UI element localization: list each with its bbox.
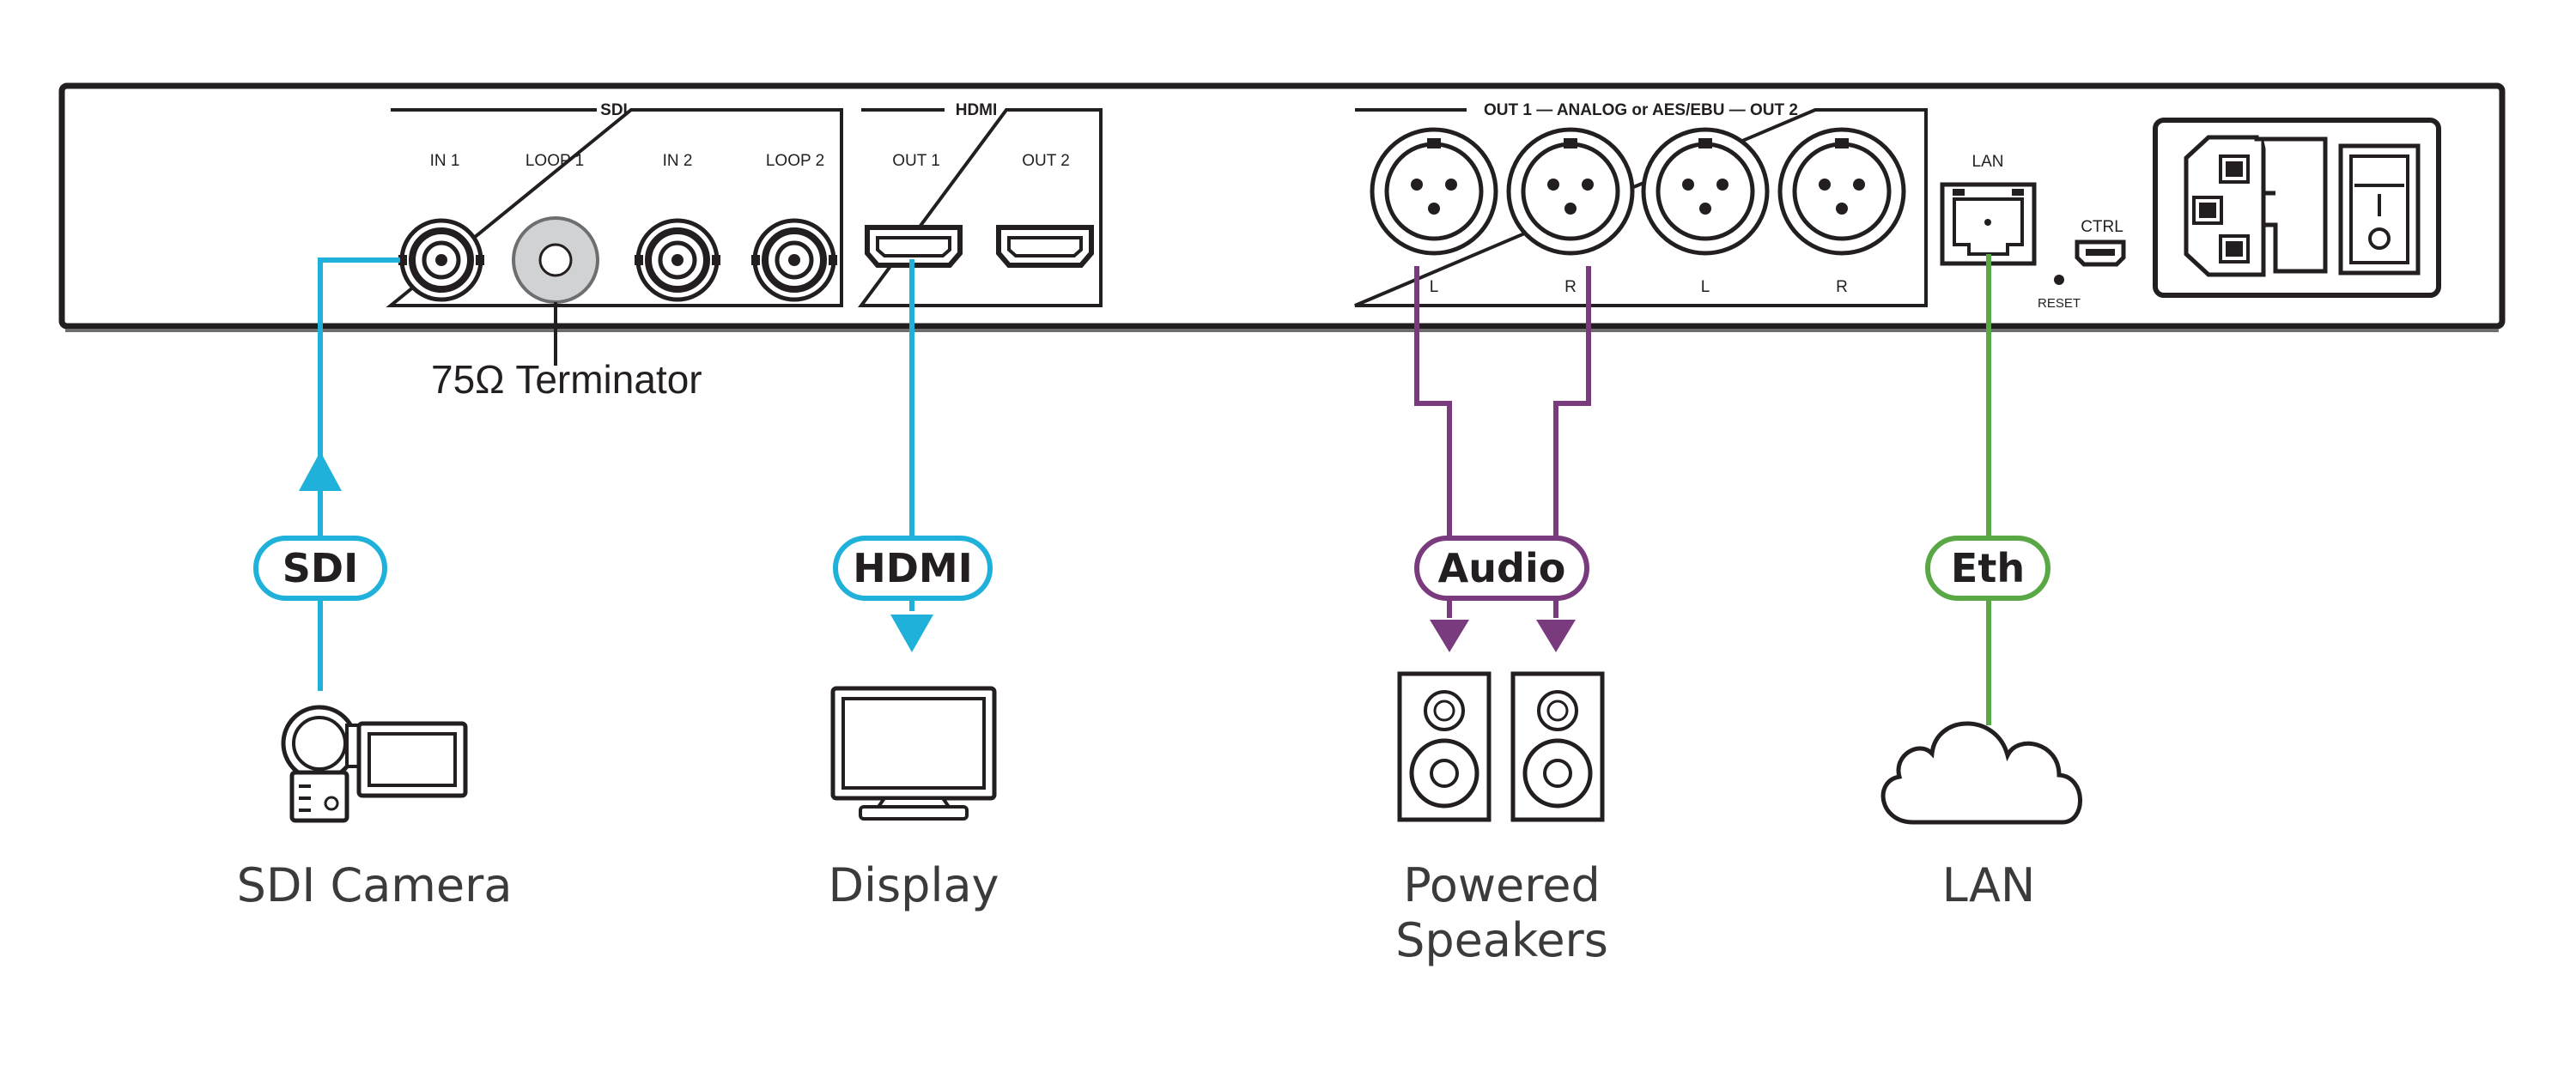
sdi-group-title: SDI: [600, 101, 628, 119]
sdi-loop2-label: LOOP 2: [766, 152, 824, 170]
audio-cable: [1414, 266, 1591, 652]
hdmi-group-title: HDMI: [956, 101, 998, 119]
power-module: [2153, 118, 2441, 298]
usb-port-icon: [2075, 239, 2126, 267]
hdmi-badge-label: HDMI: [853, 545, 973, 591]
camera-label: SDI Camera: [237, 858, 513, 912]
sdi-badge-label: SDI: [283, 545, 358, 591]
sdi-port-group: SDI IN 1 LOOP 1 IN 2 LOOP 2: [386, 101, 843, 307]
speaker-icon: [1397, 671, 1492, 822]
speakers-label-line1: Powered: [1403, 858, 1601, 912]
audio-badge-label: Audio: [1438, 545, 1566, 591]
rj45-port-icon: [1940, 182, 2037, 266]
bnc-connector-icon: [751, 218, 837, 302]
speaker-icon: [1510, 671, 1605, 822]
lan-label: LAN: [1942, 858, 2036, 912]
audio-out1-left-label: L: [1430, 278, 1439, 296]
audio-group-title: OUT 1 — ANALOG or AES/EBU — OUT 2: [1484, 101, 1798, 119]
display-label: Display: [828, 858, 999, 912]
sdi-in1-label: IN 1: [430, 152, 460, 170]
reset-label: RESET: [2038, 296, 2081, 311]
audio-out1-right-label: R: [1564, 278, 1577, 296]
lan-control-area: LAN RESET CTRL: [1940, 153, 2126, 311]
audio-out2-right-label: R: [1836, 278, 1848, 296]
hdmi-out2-label: OUT 2: [1022, 152, 1070, 170]
audio-out2-left-label: L: [1701, 278, 1710, 296]
ctrl-port-label: CTRL: [2081, 218, 2123, 236]
power-inlet-icon: [2184, 135, 2328, 277]
hdmi-out1-label: OUT 1: [892, 152, 940, 170]
audio-port-group: OUT 1 — ANALOG or AES/EBU — OUT 2: [1354, 101, 1928, 307]
sdi-connection-badge: SDI: [253, 536, 387, 601]
hdmi-port-icon: [865, 225, 963, 268]
audio-connection-badge: Audio: [1414, 536, 1589, 601]
xlr-connector-icon: [1641, 127, 1770, 256]
arrow-down-icon: [1430, 620, 1469, 652]
terminator-callout: 75Ω Terminator: [431, 302, 702, 402]
terminator-cap-icon: [512, 216, 599, 304]
hdmi-port-icon: [996, 225, 1094, 268]
cloud-icon: [1880, 721, 2082, 825]
reset-button-icon: [2054, 275, 2064, 285]
terminator-label: 75Ω Terminator: [431, 357, 702, 402]
eth-connection-badge: Eth: [1925, 536, 2050, 601]
lan-port-label: LAN: [1972, 153, 2004, 171]
arrow-up-icon: [299, 451, 342, 491]
camcorder-icon: [281, 705, 468, 823]
xlr-connector-icon: [1370, 127, 1498, 256]
hdmi-port-group: HDMI OUT 1 OUT 2: [858, 101, 1103, 307]
xlr-connector-icon: [1777, 127, 1906, 256]
speakers-label-line2: Speakers: [1395, 913, 1608, 967]
monitor-icon: [830, 686, 997, 821]
xlr-connector-icon: [1506, 127, 1635, 256]
bnc-connector-icon: [635, 218, 720, 302]
hdmi-connection-badge: HDMI: [833, 536, 993, 601]
power-switch-icon: [2338, 143, 2421, 276]
arrow-down-icon: [890, 615, 933, 652]
arrow-down-icon: [1536, 620, 1576, 652]
sdi-in2-label: IN 2: [663, 152, 693, 170]
eth-badge-label: Eth: [1951, 545, 2025, 591]
bnc-connector-icon: [398, 218, 484, 302]
sdi-loop1-label: LOOP 1: [526, 152, 584, 170]
